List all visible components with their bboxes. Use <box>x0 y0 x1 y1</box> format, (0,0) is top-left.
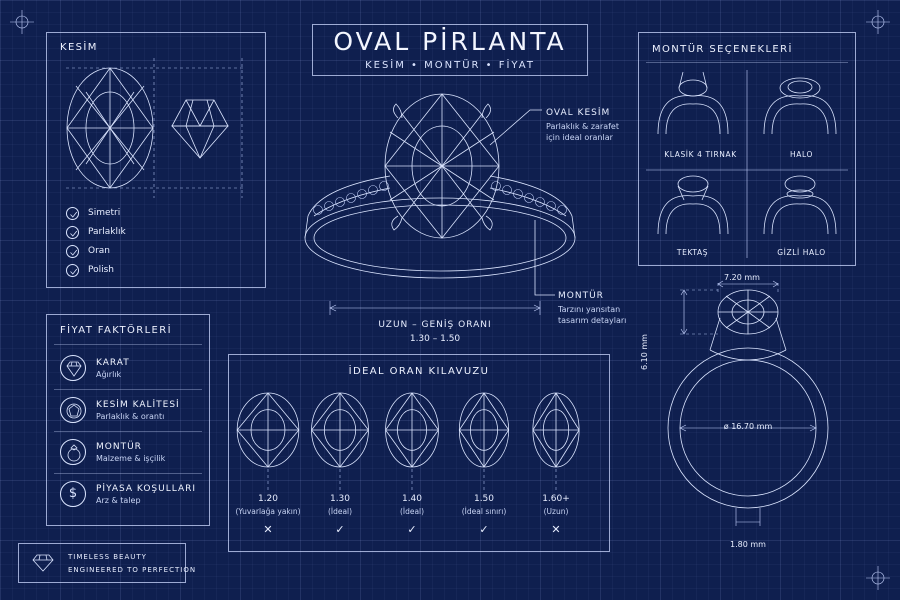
ratio-note: (Uzun) <box>543 507 569 516</box>
ratio-guide-panel <box>228 354 610 552</box>
title-frame <box>312 24 588 76</box>
cross-mark-icon: ✕ <box>551 523 561 536</box>
factor-sub: Ağırlık <box>96 370 122 379</box>
dim-height: 6.10 mm <box>640 334 649 370</box>
montur-callout-desc-1: Tarzını yansıtan <box>558 305 621 314</box>
callout-line-oval-kesim <box>489 109 542 146</box>
divider <box>646 62 848 63</box>
kesim-item: Polish <box>88 265 115 275</box>
pave-stone <box>557 205 567 215</box>
pave-stone <box>513 189 523 199</box>
ratio-guide-title: İDEAL ORAN KILAVUZU <box>348 366 490 377</box>
ratio-note: (Yuvarlağa yakın) <box>235 507 301 516</box>
montur-option-label: HALO <box>790 150 813 159</box>
ratio-note: (İdeal sınırı) <box>461 507 507 516</box>
divider <box>54 473 202 474</box>
kesim-title: KESİM <box>60 42 98 53</box>
pave-stone <box>346 193 356 203</box>
oval-kesim-desc-2: için ideal oranlar <box>546 133 613 142</box>
pave-stone <box>546 201 556 211</box>
diamond-icon <box>60 355 86 381</box>
page-subtitle: KESİM • MONTÜR • FİYAT <box>365 60 535 71</box>
check-mark-icon: ✓ <box>335 523 345 536</box>
ratio-oval <box>311 392 369 468</box>
ratio-label: UZUN – GENİŞ ORANI <box>378 320 492 330</box>
factor-sub: Parlaklık & orantı <box>96 412 165 421</box>
kesim-panel <box>46 32 266 288</box>
kesim-item: Parlaklık <box>88 227 126 237</box>
montur-callout-desc-2: tasarım detayları <box>558 316 627 325</box>
pave-stone <box>357 189 367 199</box>
pave-stone <box>368 185 378 195</box>
footer-line-1: TIMELESS BEAUTY <box>68 553 147 561</box>
pave-stone <box>313 205 323 215</box>
oval-kesim-desc-1: Parlaklık & zarafet <box>546 122 619 131</box>
check-icon <box>66 226 79 239</box>
diamond-icon <box>32 554 54 572</box>
page-title: OVAL PİRLANTA <box>333 27 567 56</box>
montur-option-grid <box>646 70 848 258</box>
kesim-item: Simetri <box>88 208 121 218</box>
ring-side-view <box>667 280 829 526</box>
ratio-value-label: 1.60+ <box>542 494 570 504</box>
callout-line-montur <box>534 220 555 296</box>
montur-option-label: TEKTAŞ <box>676 248 709 257</box>
montur-option-label: GİZLİ HALO <box>777 248 826 257</box>
cross-mark-icon: ✕ <box>263 523 273 536</box>
divider <box>54 431 202 432</box>
check-mark-icon: ✓ <box>407 523 417 536</box>
check-icon <box>66 245 79 258</box>
footer-line-2: ENGINEERED TO PERFECTION <box>68 566 197 574</box>
ratio-dimension-line <box>329 301 541 315</box>
cut-quality-icon <box>60 397 86 423</box>
factor-sub: Malzeme & işçilik <box>96 454 166 463</box>
dollar-icon: $ <box>60 481 86 507</box>
montur-option-label: KLASİK 4 TIRNAK <box>664 150 737 159</box>
pave-stone <box>535 197 545 207</box>
dim-band: 1.80 mm <box>730 540 766 549</box>
ring-icon <box>60 439 86 465</box>
factor-label: PİYASA KOŞULLARI <box>96 484 197 494</box>
footer-badge <box>18 543 186 583</box>
oval-cut-top-view <box>66 58 246 198</box>
ratio-value-label: 1.30 <box>329 494 351 504</box>
ratio-note: (İdeal) <box>327 507 353 516</box>
pave-stone <box>524 193 534 203</box>
pave-stone <box>379 181 389 191</box>
ratio-value: 1.30 – 1.50 <box>409 334 461 344</box>
montur-callout-title: MONTÜR <box>558 291 604 301</box>
dim-width: 7.20 mm <box>724 273 760 282</box>
ratio-value-label: 1.20 <box>257 494 279 504</box>
check-icon <box>66 207 79 220</box>
ratio-ovals <box>236 392 580 490</box>
ratio-oval <box>532 392 580 468</box>
ratio-value-label: 1.40 <box>401 494 423 504</box>
divider <box>54 389 202 390</box>
ratio-value-label: 1.50 <box>473 494 495 504</box>
divider <box>54 344 202 345</box>
ratio-oval <box>236 392 300 468</box>
price-factors-panel <box>46 314 210 526</box>
check-icon <box>66 264 79 277</box>
pave-stone <box>324 201 334 211</box>
ratio-note: (İdeal) <box>399 507 425 516</box>
montur-options-title: MONTÜR SEÇENEKLERİ <box>652 44 793 55</box>
oval-ring-illustration <box>304 93 576 279</box>
pave-stone <box>335 197 345 207</box>
price-factors-title: FİYAT FAKTÖRLERİ <box>60 325 172 336</box>
check-mark-icon: ✓ <box>479 523 489 536</box>
factor-label: KESİM KALİTESİ <box>96 400 180 410</box>
ratio-oval <box>458 392 510 468</box>
dim-diameter: ø 16.70 mm <box>723 422 773 431</box>
factor-label: MONTÜR <box>96 442 142 452</box>
factor-label: KARAT <box>96 358 130 368</box>
montur-options-panel <box>638 32 856 266</box>
factor-sub: Arz & talep <box>96 496 141 505</box>
pave-stone <box>502 185 512 195</box>
oval-kesim-title: OVAL KESİM <box>546 108 611 118</box>
ratio-oval <box>385 392 439 468</box>
kesim-item: Oran <box>88 246 111 256</box>
